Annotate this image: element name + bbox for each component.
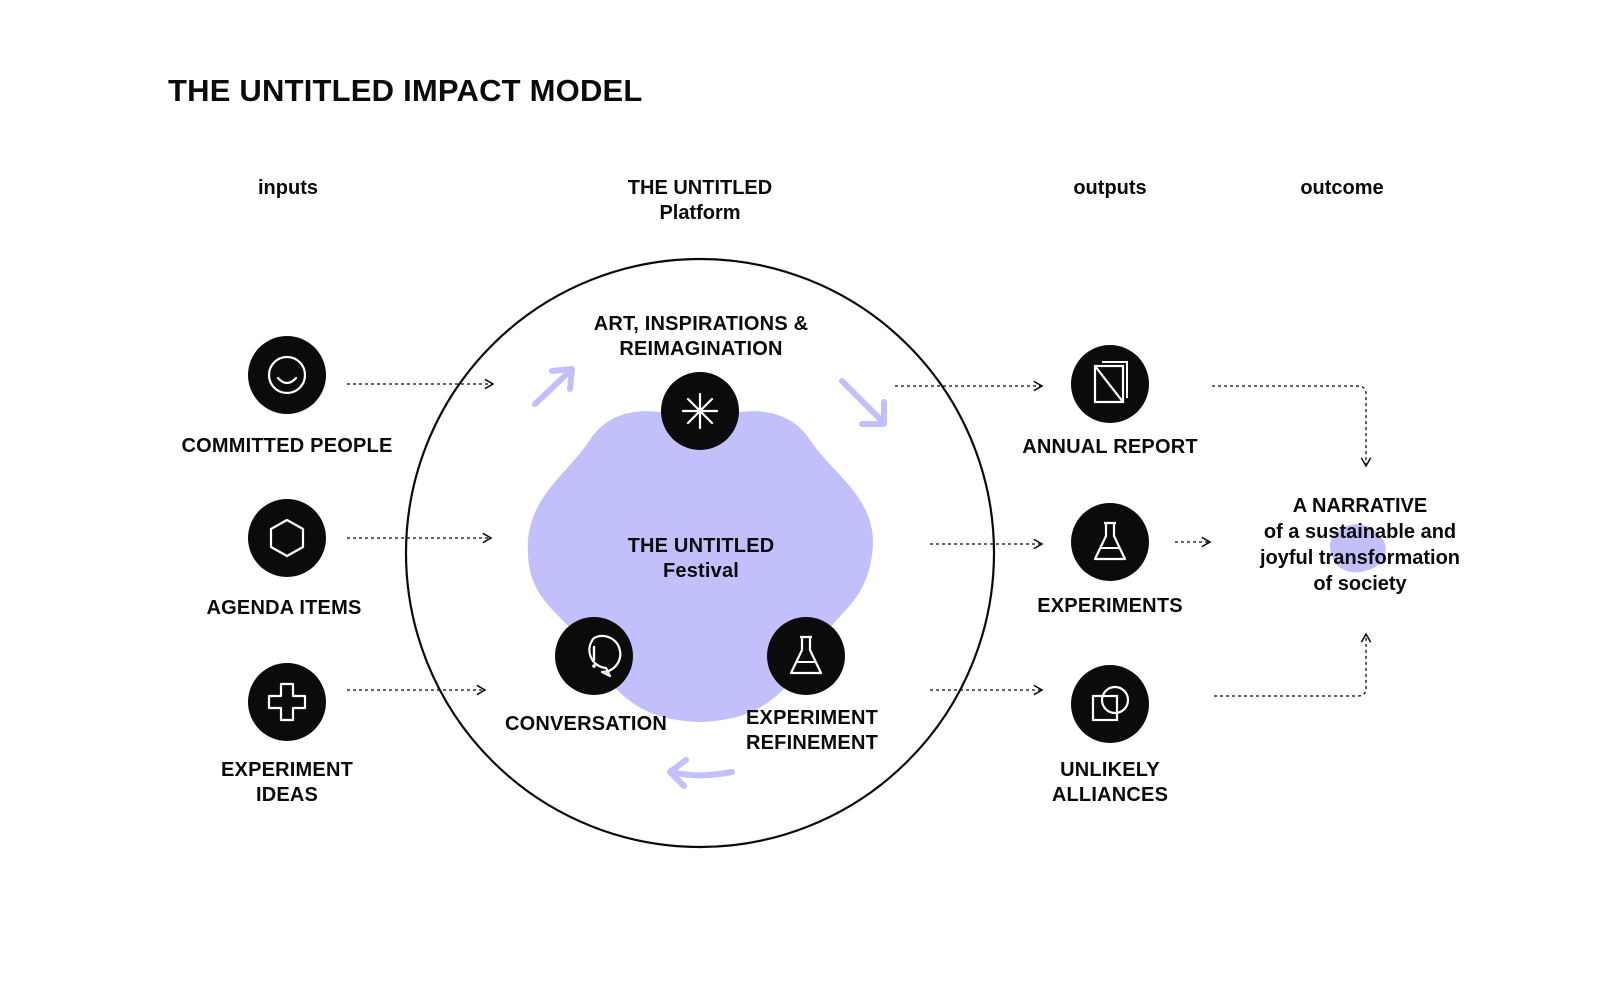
column-header-outputs: outputs — [1073, 177, 1147, 199]
outcome-narrative: A NARRATIVE of a sustainable and joyful … — [1259, 495, 1461, 595]
column-header-inputs: inputs — [258, 177, 318, 199]
page-title: THE UNTITLED IMPACT MODEL — [168, 73, 643, 108]
connector-report-to-outcome — [1212, 385, 1372, 468]
output-label-experiments: EXPERIMENTS — [1037, 595, 1183, 617]
cycle-label-conversation: CONVERSATION — [504, 713, 668, 735]
platform-circle — [404, 257, 996, 849]
cycle-label-experiment-refinement: EXPERIMENT REFINEMENT — [745, 707, 879, 754]
overlapping-shapes-icon — [1071, 665, 1149, 743]
speech-bubble-exclamation-icon — [555, 617, 633, 695]
hexagon-icon — [248, 499, 326, 577]
cycle-arrow-down — [839, 378, 887, 427]
input-label-committed-people: COMMITTED PEOPLE — [181, 435, 393, 457]
smile-icon — [248, 336, 326, 414]
cycle-arrow-up — [532, 366, 575, 407]
output-label-annual-report: ANNUAL REPORT — [1022, 436, 1198, 458]
output-label-unlikely-alliances: UNLIKELY ALLIANCES — [1051, 759, 1169, 806]
cycle-arrow-left — [667, 757, 735, 789]
column-header-platform: THE UNTITLED Platform — [627, 177, 773, 224]
outcome-accent-splash — [1329, 524, 1386, 573]
column-header-outcome: outcome — [1300, 177, 1384, 199]
sparkle-icon — [661, 372, 739, 450]
flask-icon — [767, 617, 845, 695]
plus-icon — [248, 663, 326, 741]
connector-alliances-to-outcome — [1214, 632, 1372, 697]
report-icon — [1071, 345, 1149, 423]
cycle-label-art-inspirations: ART, INSPIRATIONS & REIMAGINATION — [593, 313, 809, 360]
input-label-agenda-items: AGENDA ITEMS — [206, 597, 362, 619]
festival-label: THE UNTITLED Festival — [627, 535, 775, 582]
input-label-experiment-ideas: EXPERIMENT IDEAS — [220, 759, 354, 806]
flask-icon — [1071, 503, 1149, 581]
